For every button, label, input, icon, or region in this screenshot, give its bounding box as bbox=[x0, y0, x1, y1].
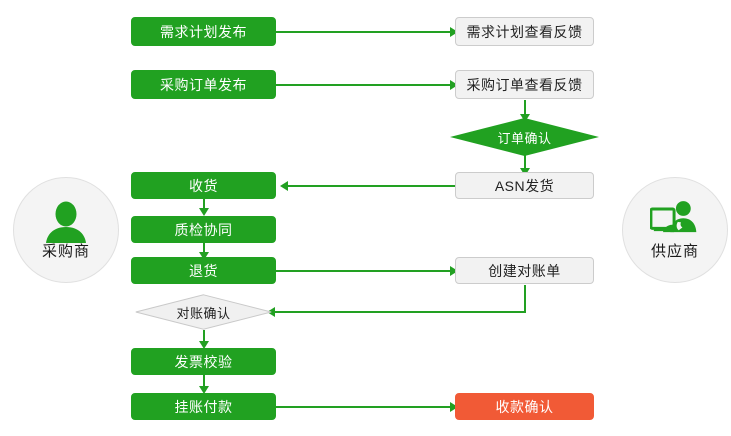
node-create-statement[interactable]: 创建对账单 bbox=[455, 257, 594, 284]
node-accrual-payment[interactable]: 挂账付款 bbox=[131, 393, 276, 420]
node-return-goods[interactable]: 退货 bbox=[131, 257, 276, 284]
edge-return-to-statement-arrow bbox=[450, 266, 458, 276]
edge-payment-to-receipt-arrow bbox=[450, 402, 458, 412]
edge-statement-down bbox=[524, 285, 526, 313]
node-label: ASN发货 bbox=[494, 177, 555, 194]
node-label: 退货 bbox=[189, 262, 218, 279]
node-receipt-confirm[interactable]: 收款确认 bbox=[455, 393, 594, 420]
edge-receive-to-qc-arrow bbox=[199, 208, 209, 216]
node-quality-check[interactable]: 质检协同 bbox=[131, 216, 276, 243]
node-label: 收货 bbox=[189, 177, 218, 194]
edge-qc-to-return bbox=[203, 243, 205, 255]
node-invoice-verify[interactable]: 发票校验 bbox=[131, 348, 276, 375]
role-buyer[interactable]: 采购商 bbox=[13, 177, 119, 283]
role-supplier[interactable]: 供应商 bbox=[622, 177, 728, 283]
edge-confirm-to-invoice-arrow bbox=[199, 341, 209, 349]
node-po-view[interactable]: 采购订单查看反馈 bbox=[455, 70, 594, 99]
node-label: 收款确认 bbox=[495, 398, 554, 415]
person-at-computer-icon bbox=[650, 201, 700, 243]
node-label: 发票校验 bbox=[174, 353, 233, 370]
node-label: 采购订单查看反馈 bbox=[466, 76, 583, 93]
node-demand-plan-publish[interactable]: 需求计划发布 bbox=[131, 17, 276, 46]
edge-po-to-confirm-arrow bbox=[520, 114, 530, 122]
node-asn-ship[interactable]: ASN发货 bbox=[455, 172, 594, 199]
node-label: 采购订单发布 bbox=[160, 76, 247, 93]
node-label: 需求计划查看反馈 bbox=[466, 23, 583, 40]
role-label: 供应商 bbox=[650, 243, 699, 260]
node-demand-plan-view[interactable]: 需求计划查看反馈 bbox=[455, 17, 594, 46]
edge-confirm-to-invoice bbox=[203, 330, 205, 344]
node-order-confirm[interactable]: 订单确认 bbox=[450, 118, 599, 156]
edge-po-to-confirm bbox=[524, 100, 526, 118]
edge-statement-left bbox=[275, 311, 526, 313]
edge-demand-plan-arrow bbox=[450, 27, 458, 37]
edge-qc-to-return-arrow bbox=[199, 252, 209, 260]
diamond-shape-icon bbox=[135, 294, 272, 330]
node-label: 需求计划发布 bbox=[160, 23, 247, 40]
edge-po-publish bbox=[272, 84, 452, 86]
diamond-shape-icon bbox=[450, 118, 599, 156]
node-label: 订单确认 bbox=[497, 130, 552, 146]
edge-demand-plan bbox=[272, 31, 452, 33]
edge-asn-to-receive-arrow bbox=[280, 181, 288, 191]
edge-payment-to-receipt bbox=[272, 406, 452, 408]
node-label: 质检协同 bbox=[174, 221, 233, 238]
edge-receive-to-qc bbox=[203, 199, 205, 211]
node-po-publish[interactable]: 采购订单发布 bbox=[131, 70, 276, 99]
node-receive-goods[interactable]: 收货 bbox=[131, 172, 276, 199]
edge-confirm-to-asn bbox=[524, 154, 526, 172]
node-label: 创建对账单 bbox=[488, 262, 561, 279]
edge-invoice-to-payment bbox=[203, 375, 205, 389]
edge-po-publish-arrow bbox=[450, 80, 458, 90]
node-label: 对账确认 bbox=[176, 305, 231, 321]
edge-invoice-to-payment-arrow bbox=[199, 386, 209, 394]
edge-asn-to-receive bbox=[288, 185, 456, 187]
edge-return-to-statement bbox=[272, 270, 452, 272]
node-label: 挂账付款 bbox=[174, 398, 233, 415]
node-statement-confirm[interactable]: 对账确认 bbox=[135, 294, 272, 330]
person-icon bbox=[41, 201, 91, 243]
role-label: 采购商 bbox=[41, 243, 90, 260]
